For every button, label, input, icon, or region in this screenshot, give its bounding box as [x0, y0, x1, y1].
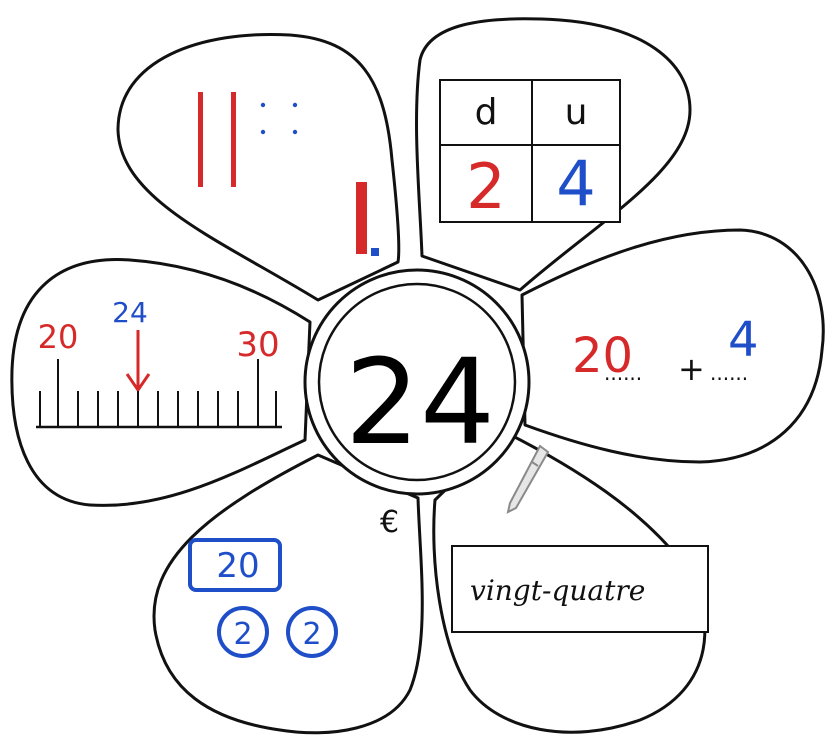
coin-a-value: 2: [233, 617, 252, 652]
unit-dot: [260, 129, 266, 135]
header-tens: d: [475, 92, 498, 133]
coin-b-value: 2: [302, 617, 321, 652]
money: € 20 2 2: [188, 505, 399, 658]
tick-marks: [39, 359, 277, 427]
dots-right: ......: [710, 361, 748, 385]
number-in-words: vingt-quatre: [470, 574, 645, 607]
bill-20: [188, 538, 282, 592]
petals: [10, 17, 825, 735]
petal-money: [152, 453, 424, 735]
bill-value: 20: [216, 546, 259, 586]
words-box: vingt-quatre: [451, 545, 709, 633]
tens-value: 20: [572, 328, 633, 384]
start-label: 20: [38, 318, 79, 356]
dots-left: ......: [604, 361, 642, 385]
end-label: 30: [236, 325, 279, 365]
center-number: 24: [345, 333, 495, 471]
coin-b: [286, 606, 338, 658]
currency-symbol: €: [380, 505, 399, 540]
petal-base-ten: [116, 32, 401, 302]
base-ten-blocks-icon: [198, 92, 379, 256]
units-value: 4: [728, 312, 759, 368]
ten-rod-2: [231, 92, 236, 187]
petal-decomposition: [520, 228, 825, 464]
target-label: 24: [112, 296, 148, 329]
number-line: 20 24 30: [36, 296, 282, 429]
ten-rod-block: [356, 182, 367, 254]
header-units: u: [565, 92, 588, 133]
ten-rod-1: [198, 92, 203, 187]
arrow-down-icon: [125, 330, 151, 393]
unit-cube: [371, 248, 379, 256]
coin-a: [217, 606, 269, 658]
unit-dot: [292, 129, 298, 135]
place-value-table: d u 2 4: [439, 79, 621, 223]
pencil-icon: [506, 444, 550, 514]
tens-digit: 2: [466, 150, 505, 223]
petal-number-line: [10, 258, 312, 507]
decomposition: 20 ...... + 4 ......: [572, 312, 759, 388]
unit-dot: [292, 102, 298, 108]
unit-dot: [260, 102, 266, 108]
plus-sign: +: [678, 350, 705, 388]
units-digit: 4: [556, 147, 595, 220]
center-disc: 24: [303, 268, 531, 496]
